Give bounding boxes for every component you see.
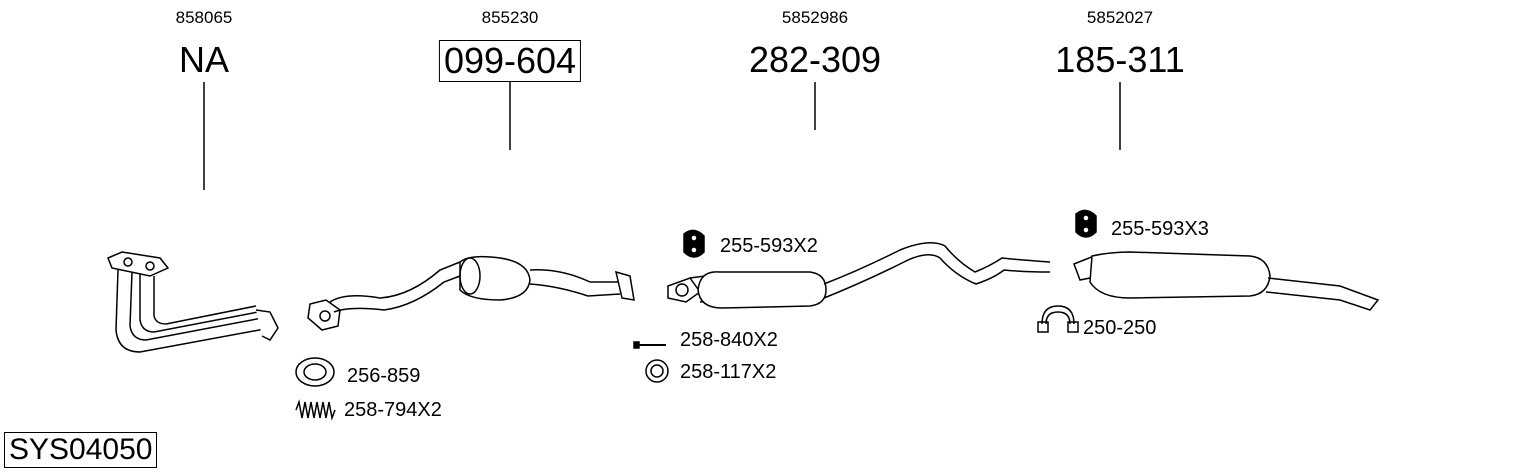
- part-number-1[interactable]: NA: [178, 39, 230, 80]
- accessory-label-washer[interactable]: 258-117X2: [680, 361, 777, 383]
- bolt-icon: [633, 341, 666, 349]
- accessory-label-spring[interactable]: 258-794X2: [344, 399, 442, 421]
- rubber-hanger-icon: [683, 229, 705, 258]
- oem-number-part-3: 5852986: [781, 8, 849, 27]
- rubber-hanger-icon-2: [1075, 209, 1097, 238]
- accessory-label-gasket[interactable]: 256-859: [347, 365, 421, 387]
- center-muffler-drawing: [667, 242, 1051, 309]
- washer-ring-icon: [645, 359, 669, 383]
- part-number-3[interactable]: 282-309: [748, 39, 882, 80]
- part-number-2[interactable]: 099-604: [438, 40, 582, 82]
- accessory-label-clamp[interactable]: 250-250: [1083, 317, 1157, 339]
- front-pipe-drawing: [107, 251, 279, 353]
- accessory-label-hanger-2[interactable]: 255-593X3: [1111, 218, 1209, 240]
- oem-number-part-2: 855230: [481, 8, 539, 27]
- clamp-icon: [1037, 305, 1079, 333]
- part-number-4[interactable]: 185-311: [1055, 39, 1185, 80]
- oem-number-part-1: 858065: [175, 8, 233, 27]
- accessory-label-hanger-1[interactable]: 255-593X2: [720, 235, 818, 257]
- accessory-label-bolt[interactable]: 258-840X2: [680, 329, 778, 351]
- oem-number-part-4: 5852027: [1086, 8, 1154, 27]
- spring-icon: [295, 399, 336, 421]
- catalytic-pipe-drawing: [307, 255, 635, 331]
- system-code-label: SYS04050: [4, 432, 158, 468]
- gasket-ring-icon: [295, 357, 335, 387]
- rear-muffler-drawing: [1073, 251, 1380, 311]
